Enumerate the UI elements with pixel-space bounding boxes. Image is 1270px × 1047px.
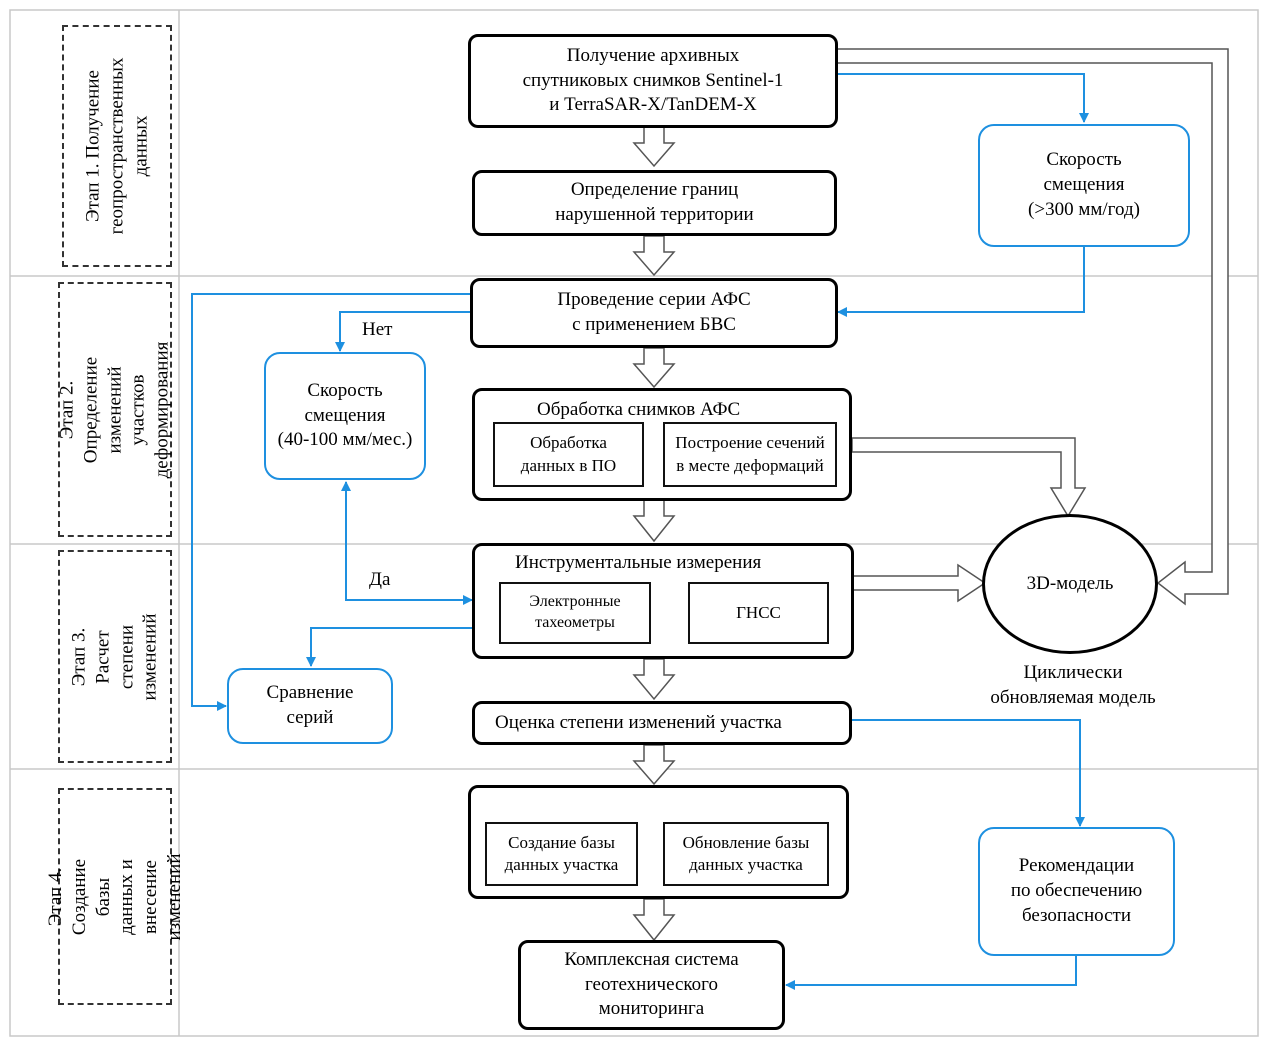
down-arrow-3 <box>632 347 676 389</box>
stage-3-frame: Этап 3. Расчет степени изменений <box>58 550 172 763</box>
yes-label: Да <box>369 569 391 590</box>
instrumental-to-compare-line <box>306 627 472 667</box>
down-arrow-7 <box>632 898 676 942</box>
speed-year-to-afs-line <box>837 246 1085 317</box>
down-arrow-1 <box>632 126 676 168</box>
stage-1-frame: Этап 1. Получение геопространственных да… <box>62 25 172 267</box>
afs-to-compare-line <box>191 293 470 711</box>
compare-series-box: Сравнение серий <box>227 668 393 744</box>
down-arrow-6 <box>632 744 676 786</box>
assessment-box: Оценка степени изменений участка <box>472 701 852 745</box>
stage-2-frame: Этап 2. Определение изменений участков д… <box>57 282 173 537</box>
speed-year-box: Скорость смещения (>300 мм/год) <box>978 124 1190 247</box>
archive-to-model-arrow <box>835 48 1229 606</box>
gnss-box: ГНСС <box>688 582 829 644</box>
db-update-box: Обновление базы данных участка <box>663 822 829 886</box>
disturbed-boundaries-box: Определение границ нарушенной территории <box>472 170 837 236</box>
software-processing-box: Обработка данных в ПО <box>493 422 644 487</box>
down-arrow-4 <box>632 499 676 543</box>
complex-system-box: Комплексная система геотехнического мони… <box>518 940 785 1030</box>
cross-sections-box: Построение сечений в месте деформаций <box>663 422 837 487</box>
speed-month-instrumental-line <box>345 486 473 605</box>
instrumental-to-model-arrow <box>852 563 987 603</box>
cyclic-model-label: Циклически обновляемая модель <box>990 662 1156 708</box>
recommendations-box: Рекомендации по обеспечению безопасности <box>978 827 1175 956</box>
afs-processing-title: Обработка снимков АФС <box>537 399 741 420</box>
down-arrow-5 <box>632 658 676 701</box>
instrumental-measurements-title: Инструментальные измерения <box>515 552 762 573</box>
assessment-to-recommendations-line <box>852 719 1085 827</box>
afs-series-box: Проведение серии АФС с применением БВС <box>470 278 838 348</box>
down-arrow-2 <box>632 235 676 277</box>
stage-4-frame: Этап 4. Создание базы данных и внесение … <box>45 788 185 1005</box>
total-stations-box: Электронные тахеометры <box>499 582 651 644</box>
archive-to-speed-year-line <box>836 73 1089 123</box>
recommendations-to-system-line <box>785 955 1077 990</box>
processing-to-model-arrow <box>851 437 1087 518</box>
no-label: Нет <box>362 319 393 340</box>
db-create-box: Создание базы данных участка <box>485 822 638 886</box>
model-3d-circle: 3D-модель <box>982 514 1158 654</box>
speed-month-box: Скорость смещения (40-100 мм/мес.) <box>264 352 426 480</box>
afs-no-loop-line <box>335 311 470 352</box>
archive-images-box: Получение архивных спутниковых снимков S… <box>468 34 838 128</box>
